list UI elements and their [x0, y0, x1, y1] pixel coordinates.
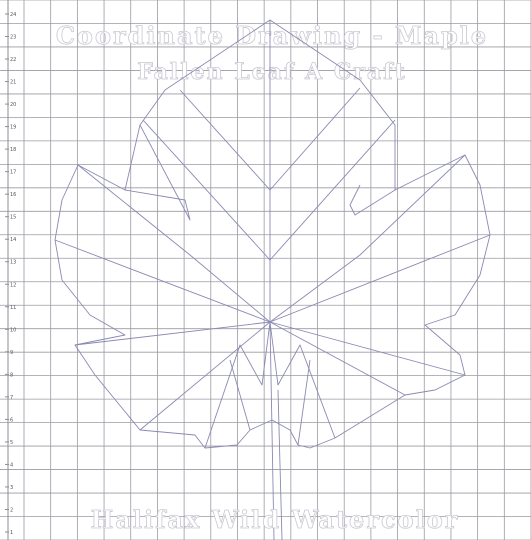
maple-leaf-drawing — [55, 20, 490, 540]
y-tick-label: 1 — [10, 530, 13, 536]
leaf-center-fan-inner — [230, 360, 310, 445]
y-tick-label: 3 — [10, 485, 13, 491]
y-tick-label: 22 — [10, 57, 16, 63]
leaf-vein-right-upper — [270, 155, 465, 322]
y-tick-label: 19 — [10, 125, 16, 131]
y-tick-label: 24 — [10, 12, 16, 18]
y-tick-label: 20 — [10, 102, 16, 108]
leaf-vein-right-bottom — [270, 322, 405, 395]
y-tick-label: 5 — [10, 440, 13, 446]
leaf-notch-right — [350, 185, 395, 215]
y-tick-label: 8 — [10, 372, 13, 378]
y-tick-label: 14 — [10, 237, 16, 243]
y-tick-label: 12 — [10, 282, 16, 288]
y-tick-label: 23 — [10, 35, 16, 41]
y-tick-label: 13 — [10, 260, 16, 266]
y-tick-label: 21 — [10, 80, 16, 86]
y-tick-label: 11 — [10, 305, 16, 311]
y-tick-label: 18 — [10, 147, 16, 153]
leaf-vein-right-lower — [270, 322, 465, 375]
leaf-vein-left-upper — [78, 165, 270, 322]
y-tick-label: 2 — [10, 507, 13, 513]
y-tick-label: 6 — [10, 417, 13, 423]
leaf-vein-right-mid — [270, 235, 490, 322]
y-tick-label: 15 — [10, 215, 16, 221]
y-tick-label: 4 — [10, 462, 13, 468]
y-tick-label: 7 — [10, 395, 13, 401]
watermark-title: Coordinate Drawing - Maple — [56, 21, 488, 50]
y-tick-label: 16 — [10, 192, 16, 198]
watermark-footer: Halifax Wild Watercolor — [91, 505, 460, 534]
y-tick-label: 17 — [10, 170, 16, 176]
y-tick-label: 10 — [10, 327, 16, 333]
y-tick-label: 9 — [10, 350, 13, 356]
